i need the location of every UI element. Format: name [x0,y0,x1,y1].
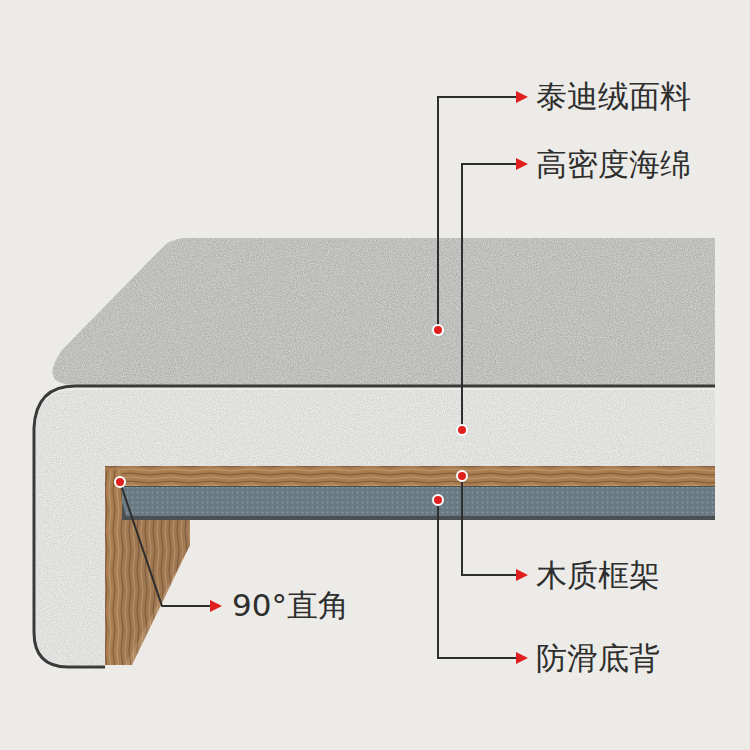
callout-label: 高密度海绵 [536,146,691,183]
callout-label: 泰迪绒面料 [536,78,691,115]
callout-label: 90°直角 [232,587,349,624]
callout-label: 木质框架 [536,557,660,594]
callout-label: 防滑底背 [536,640,660,677]
